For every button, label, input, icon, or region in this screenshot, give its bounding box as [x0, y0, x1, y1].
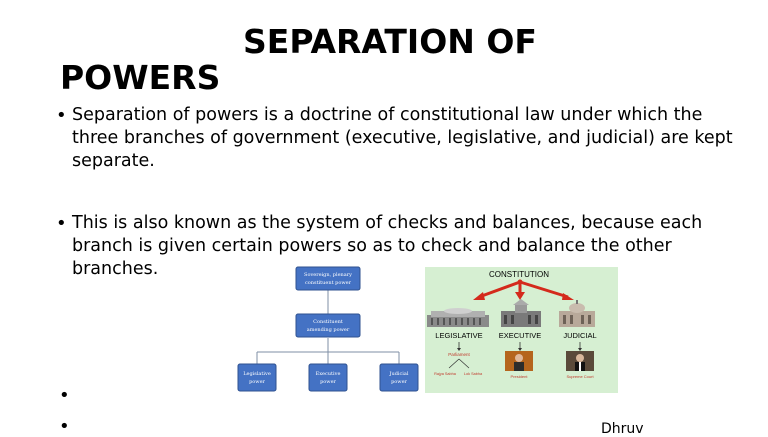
- judge-photo: [566, 351, 594, 371]
- svg-text:constituent power: constituent power: [305, 280, 352, 286]
- bullet-item: This is also known as the system of chec…: [56, 212, 736, 281]
- title-line-1: SEPARATION OF: [243, 22, 537, 61]
- rajya-sabha-label: Rajya Sabha: [434, 372, 457, 376]
- svg-text:Constituent: Constituent: [313, 319, 343, 325]
- empty-bullet: •: [59, 416, 70, 437]
- branch-label: EXECUTIVE: [499, 331, 542, 340]
- judicial-building-icon: [559, 300, 595, 327]
- title-line-2: POWERS: [60, 58, 221, 97]
- svg-text:Legislative: Legislative: [243, 371, 271, 377]
- top-box: Sovereign, plenary constituent power: [295, 266, 361, 291]
- bullet-list: Separation of powers is a doctrine of co…: [56, 104, 736, 281]
- legislative-box: Legislative power: [237, 363, 277, 392]
- svg-text:amending power: amending power: [307, 327, 350, 333]
- constitution-label: CONSTITUTION: [489, 270, 549, 279]
- empty-bullet: •: [59, 385, 70, 406]
- branch-label: LEGISLATIVE: [435, 331, 482, 340]
- svg-text:Sovereign, plenary: Sovereign, plenary: [304, 272, 352, 278]
- constitution-branches-diagram: CONSTITUTION LEGISLATIVE EXECUTIVE JUDIC…: [425, 267, 618, 393]
- svg-text:power: power: [320, 379, 336, 385]
- svg-text:power: power: [249, 379, 265, 385]
- svg-text:Executive: Executive: [316, 371, 341, 377]
- middle-box: Constituent amending power: [295, 313, 361, 338]
- footer-author: Dhruv: [601, 421, 644, 437]
- president-photo: [505, 351, 533, 371]
- executive-box: Executive power: [308, 363, 348, 392]
- svg-text:Judicial: Judicial: [388, 371, 408, 377]
- president-label: President: [511, 374, 529, 379]
- bullet-item: Separation of powers is a doctrine of co…: [56, 104, 736, 173]
- svg-text:power: power: [391, 379, 407, 385]
- slide-title: SEPARATION OF POWERS: [60, 24, 750, 96]
- supreme-court-label: Supreme Court: [566, 374, 594, 379]
- powers-hierarchy-diagram: Sovereign, plenary constituent power Con…: [237, 266, 419, 392]
- branch-label: JUDICIAL: [563, 331, 596, 340]
- parliament-label: Parliament: [448, 352, 470, 357]
- parliament-building-icon: [427, 308, 489, 327]
- judicial-box: Judicial power: [379, 363, 419, 392]
- executive-building-icon: [501, 299, 541, 327]
- lok-sabha-label: Lok Sabha: [464, 372, 483, 376]
